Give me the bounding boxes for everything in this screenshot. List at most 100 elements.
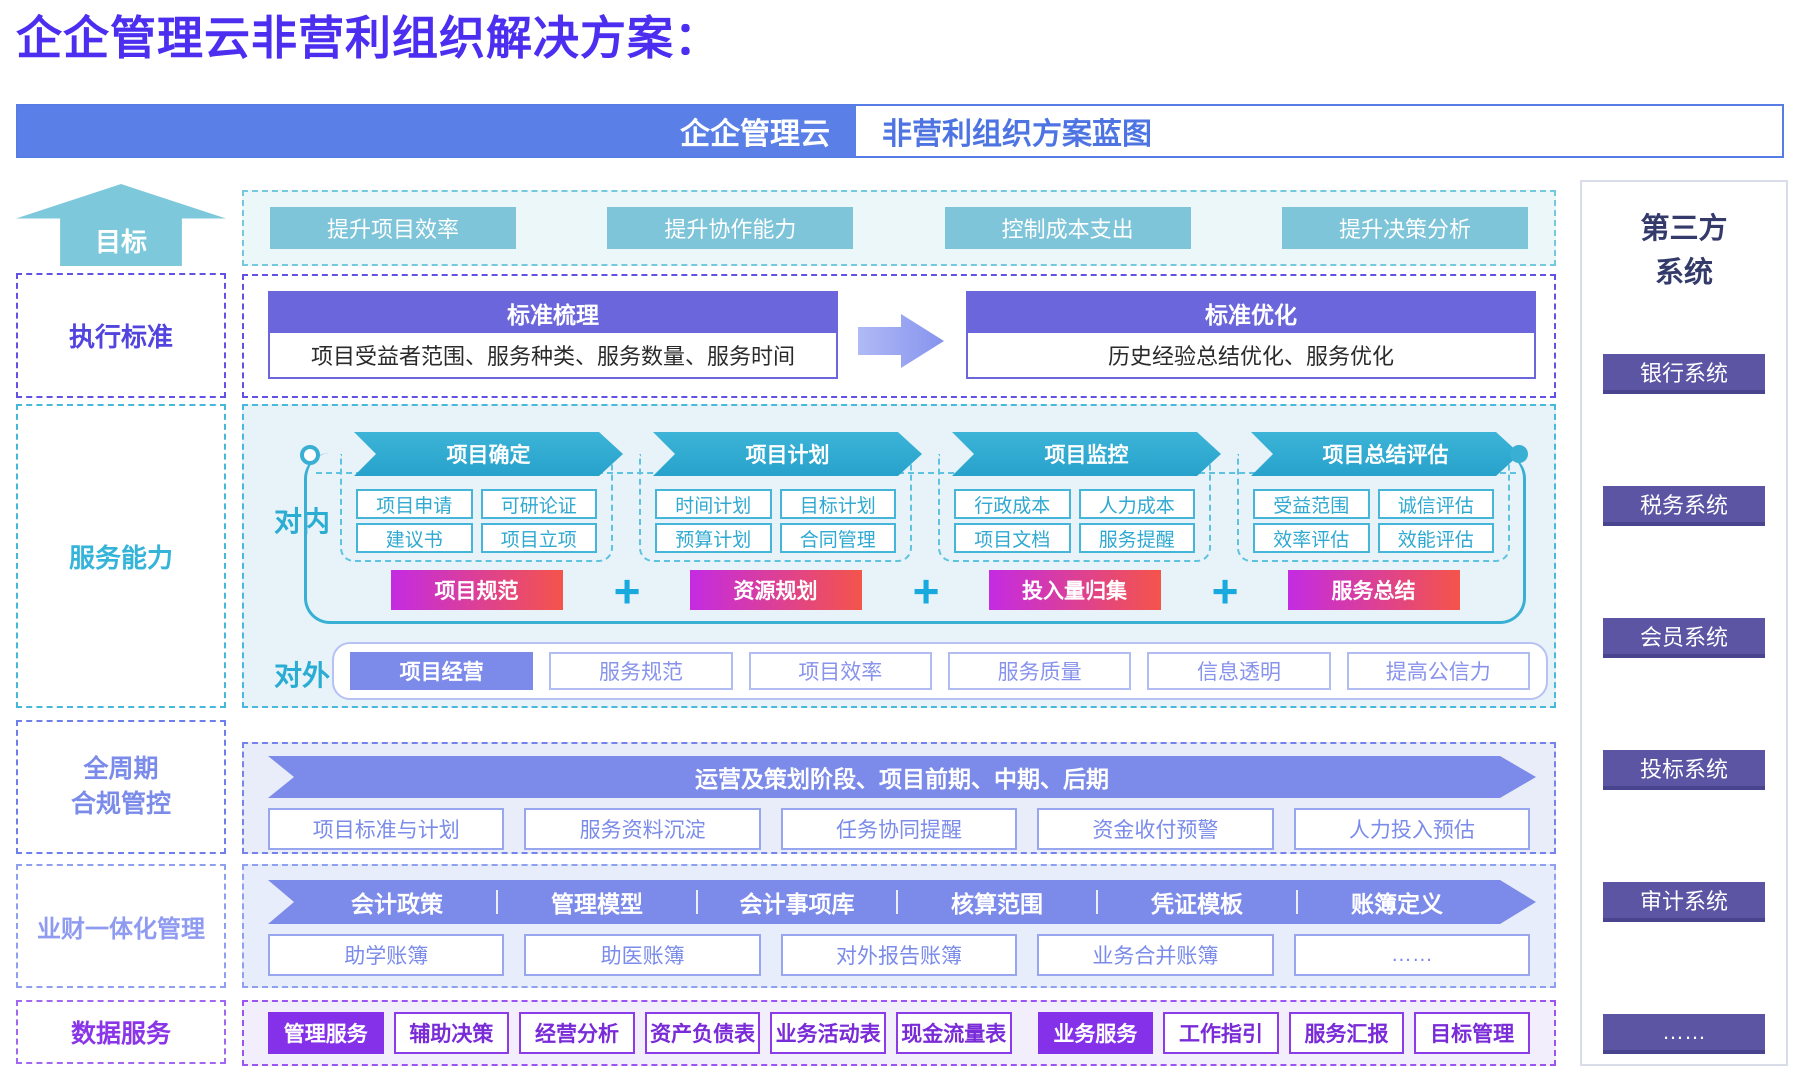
compliance-item[interactable]: 人力投入预估 <box>1293 808 1531 850</box>
standard-card-body: 历史经验总结优化、服务优化 <box>1107 344 1394 369</box>
stage-item[interactable]: 时间计划 <box>655 489 772 519</box>
sidebar-goal-arrow-icon: 目标 <box>16 184 226 266</box>
finance-segment: 账簿定义 <box>1351 891 1443 917</box>
segment-divider <box>696 890 698 914</box>
goal-button[interactable]: 控制成本支出 <box>944 207 1191 249</box>
goal-button[interactable]: 提升协作能力 <box>607 207 854 249</box>
finance-item[interactable]: 对外报告账簿 <box>780 934 1018 976</box>
stage-summaries: 项目规范 资源规划 投入量归集 服务总结 <box>340 570 1510 610</box>
summary-button[interactable]: 服务总结 <box>1287 570 1460 610</box>
stage-chevron[interactable]: 项目计划 <box>653 432 922 476</box>
data-service-item[interactable]: 经营分析 <box>519 1012 635 1054</box>
external-items-container: 项目经营 服务规范 项目效率 服务质量 信息透明 提高公信力 <box>332 642 1548 700</box>
stage-item[interactable]: 效率评估 <box>1253 523 1370 553</box>
stage-group-outline <box>639 454 912 562</box>
plus-icon: + <box>1211 565 1239 617</box>
third-party-system[interactable]: 审计系统 <box>1603 882 1765 922</box>
standards-row: 标准梳理 项目受益者范围、服务种类、服务数量、服务时间 标准优化 历史经验总结优… <box>242 274 1556 398</box>
finance-item[interactable]: 业务合并账簿 <box>1037 934 1274 976</box>
finance-item[interactable]: …… <box>1293 934 1531 976</box>
compliance-item[interactable]: 任务协同提醒 <box>780 808 1018 850</box>
external-label: 对外 <box>274 660 331 691</box>
stage-chevron[interactable]: 项目监控 <box>952 432 1221 476</box>
third-party-panel: 第三方 系统 银行系统 税务系统 会员系统 投标系统 审计系统 …… <box>1580 180 1788 1066</box>
third-party-title: 第三方 系统 <box>1582 208 1786 295</box>
finance-segment: 会计事项库 <box>739 891 855 917</box>
summary-button[interactable]: 投入量归集 <box>988 570 1161 610</box>
goals-row: 提升项目效率 提升协作能力 控制成本支出 提升决策分析 <box>242 190 1556 266</box>
data-service-category[interactable]: 管理服务 <box>268 1012 384 1054</box>
stage-group: 项目总结评估 受益范围 诚信评估 效率评估 效能评估 <box>1237 432 1510 562</box>
goal-button[interactable]: 提升决策分析 <box>1281 207 1528 249</box>
stage-item[interactable]: 人力成本 <box>1078 489 1195 519</box>
sidebar-goal-label: 目标 <box>94 226 147 257</box>
third-party-system[interactable]: 税务系统 <box>1603 486 1765 526</box>
finance-segment: 管理模型 <box>551 891 643 917</box>
external-item[interactable]: 提高公信力 <box>1346 652 1530 690</box>
data-service-item[interactable]: 资产负债表 <box>644 1012 761 1054</box>
data-service-item[interactable]: 业务活动表 <box>770 1012 886 1054</box>
compliance-items: 项目标准与计划 服务资料沉淀 任务协同提醒 资金收付预警 人力投入预估 <box>268 808 1531 850</box>
process-end-dot-icon <box>1510 445 1528 463</box>
sidebar-item-full-cycle-compliance: 全周期 合规管控 <box>16 720 226 854</box>
third-party-system[interactable]: …… <box>1603 1014 1765 1054</box>
finance-segment: 会计政策 <box>351 891 443 917</box>
stage-chevron[interactable]: 项目确定 <box>354 432 623 476</box>
compliance-item[interactable]: 服务资料沉淀 <box>524 808 761 850</box>
goal-button[interactable]: 提升项目效率 <box>270 207 516 249</box>
third-party-system[interactable]: 投标系统 <box>1603 750 1765 790</box>
data-service-item[interactable]: 辅助决策 <box>393 1012 510 1054</box>
data-service-item[interactable]: 服务汇报 <box>1288 1012 1405 1054</box>
stage-group: 项目确定 项目申请 可研论证 建议书 项目立项 <box>340 432 613 562</box>
external-item[interactable]: 项目效率 <box>748 652 932 690</box>
finance-row: 会计政策 管理模型 会计事项库 核算范围 凭证模板 账簿定义 助学账簿 助医账簿… <box>242 864 1556 988</box>
stage-item[interactable]: 服务提醒 <box>1078 523 1195 553</box>
sidebar-item-data-service: 数据服务 <box>16 1000 226 1064</box>
third-party-title-line1: 第三方 <box>1640 213 1728 245</box>
stage-chevron[interactable]: 项目总结评估 <box>1251 432 1520 476</box>
external-item[interactable]: 服务质量 <box>947 652 1132 690</box>
summary-button[interactable]: 资源规划 <box>689 570 862 610</box>
standard-card-title: 标准优化 <box>968 293 1534 333</box>
finance-segment: 凭证模板 <box>1151 891 1243 917</box>
finance-item[interactable]: 助学账簿 <box>268 934 505 976</box>
page-title: 企企管理云非营利组织解决方案： <box>16 12 721 64</box>
stage-item[interactable]: 行政成本 <box>954 489 1071 519</box>
segment-divider <box>1096 890 1098 914</box>
compliance-item[interactable]: 资金收付预警 <box>1037 808 1274 850</box>
external-item-active[interactable]: 项目经营 <box>350 652 534 690</box>
cycle-label-line2: 合规管控 <box>70 790 171 818</box>
summary-button[interactable]: 项目规范 <box>390 570 563 610</box>
finance-banner: 会计政策 管理模型 会计事项库 核算范围 凭证模板 账簿定义 <box>268 880 1536 924</box>
stage-group: 项目监控 行政成本 人力成本 项目文档 服务提醒 <box>938 432 1211 562</box>
capability-row: 对内 对外 项目确定 项目申请 可研论证 建议书 项目立项 项目计划 时间 <box>242 404 1556 708</box>
stage-item[interactable]: 建议书 <box>356 523 473 553</box>
third-party-title-line2: 系统 <box>1654 256 1713 289</box>
data-service-category[interactable]: 业务服务 <box>1037 1012 1154 1054</box>
standard-card-title: 标准梳理 <box>270 293 836 333</box>
data-service-item[interactable]: 工作指引 <box>1163 1012 1279 1054</box>
stage-item[interactable]: 受益范围 <box>1253 489 1370 519</box>
stage-items: 项目申请 可研论证 建议书 项目立项 <box>356 489 597 553</box>
data-service-item[interactable]: 目标管理 <box>1414 1012 1530 1054</box>
stage-item[interactable]: 目标计划 <box>779 489 896 519</box>
segment-divider <box>1296 890 1298 914</box>
third-party-system[interactable]: 银行系统 <box>1603 354 1765 394</box>
stage-item[interactable]: 预算计划 <box>655 523 772 553</box>
stage-item[interactable]: 效能评估 <box>1377 523 1494 553</box>
stage-item[interactable]: 项目立项 <box>480 523 597 553</box>
third-party-system[interactable]: 会员系统 <box>1603 618 1765 658</box>
stage-item[interactable]: 诚信评估 <box>1377 489 1494 519</box>
stage-item[interactable]: 可研论证 <box>480 489 597 519</box>
stage-groups: 项目确定 项目申请 可研论证 建议书 项目立项 项目计划 时间计划 目标计划 预… <box>340 432 1510 562</box>
stage-item[interactable]: 项目申请 <box>356 489 473 519</box>
external-item[interactable]: 信息透明 <box>1147 652 1331 690</box>
external-item[interactable]: 服务规范 <box>549 652 733 690</box>
data-service-item[interactable]: 现金流量表 <box>895 1012 1012 1054</box>
stage-item[interactable]: 项目文档 <box>954 523 1071 553</box>
process-loop-outline <box>304 453 1526 624</box>
stage-item[interactable]: 合同管理 <box>779 523 896 553</box>
finance-item[interactable]: 助医账簿 <box>524 934 761 976</box>
compliance-item[interactable]: 项目标准与计划 <box>268 808 505 850</box>
